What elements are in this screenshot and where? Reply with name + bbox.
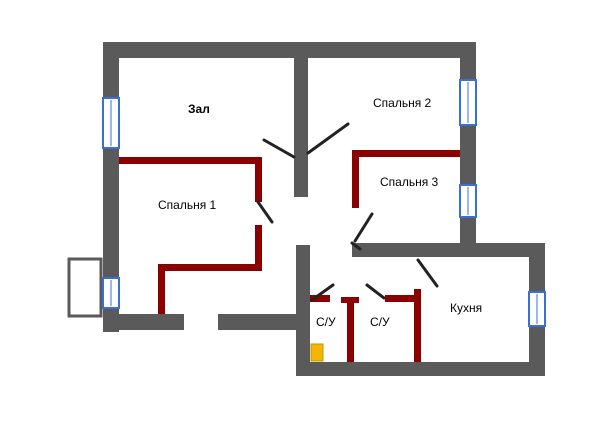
room-label-bedroom-1: Спальня 1	[158, 198, 217, 212]
partition-bedroom3-left	[352, 150, 359, 208]
partition-bathroom1-top	[310, 295, 330, 302]
partition-kitchen-left	[414, 289, 421, 362]
room-label-bathroom-2: С/У	[370, 315, 390, 329]
wall-kitchen-top	[352, 243, 545, 257]
room-label-kitchen: Кухня	[450, 301, 482, 315]
door-kitchen	[416, 258, 439, 288]
windows	[102, 79, 546, 327]
partition-bedroom1-left-stub	[158, 264, 165, 314]
partition-bathroom1-right	[347, 297, 354, 362]
wall-top	[103, 42, 476, 58]
door-bathroom-1	[310, 283, 335, 302]
partition-walls	[119, 150, 460, 362]
bathroom-fixture	[310, 343, 324, 362]
door-bedroom-3	[353, 212, 374, 243]
doors	[256, 122, 439, 302]
wall-bottom-middle	[218, 314, 296, 330]
room-label-bedroom-2: Спальня 2	[373, 96, 432, 110]
room-label-bedroom-3: Спальня 3	[380, 175, 439, 189]
wall-center-vertical	[294, 42, 308, 197]
door-bedroom-1	[256, 200, 274, 224]
partition-bedroom1-right-upper	[255, 157, 262, 202]
wall-lower-wing-bottom	[296, 362, 545, 376]
door-bedroom-2	[306, 122, 350, 155]
door-kitchen-stub	[350, 241, 362, 251]
room-label-bathroom-1: С/У	[316, 315, 336, 329]
balcony	[67, 257, 103, 318]
partition-bedroom1-right-lower	[255, 225, 262, 270]
partition-bedroom1-top	[119, 157, 262, 164]
partition-bathroom2-top	[385, 295, 421, 302]
door-bathroom-2	[365, 283, 386, 300]
partition-bedroom3-top	[352, 150, 460, 157]
room-label-zal: Зал	[188, 102, 210, 116]
wall-bottom-left	[103, 314, 184, 330]
wall-lower-wing-left	[296, 245, 310, 376]
partition-bedroom1-bottom	[158, 264, 262, 271]
door-zal	[262, 138, 296, 159]
